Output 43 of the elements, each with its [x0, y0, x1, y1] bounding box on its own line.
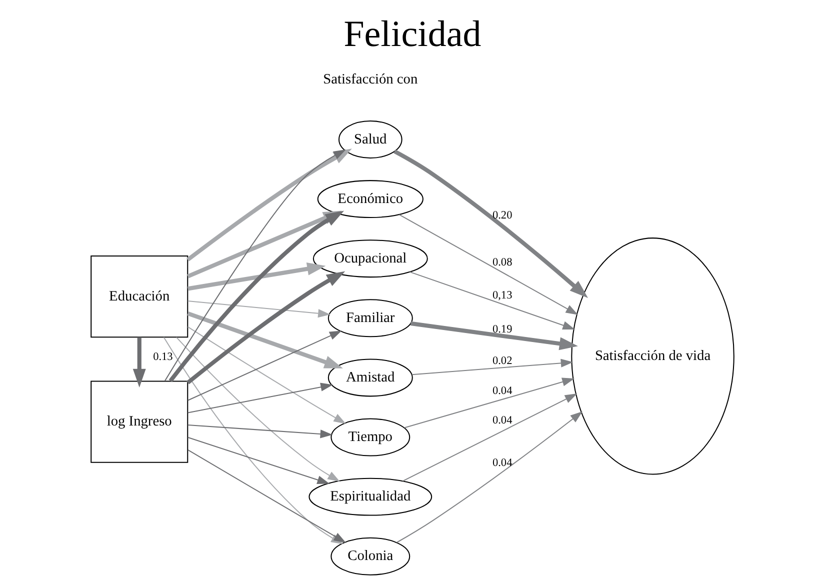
arrow	[187, 300, 330, 318]
edge-label: 0.08	[492, 256, 512, 269]
arrow	[176, 336, 340, 482]
node-ellipse: Tiempo	[330, 418, 410, 456]
node-ellipse: Familiar	[327, 299, 412, 338]
arrow	[132, 337, 146, 388]
edge-label: 0.20	[492, 209, 512, 222]
node-box: Educación	[90, 256, 188, 338]
arrow	[187, 436, 330, 484]
arrow	[402, 394, 577, 482]
arrow	[393, 150, 588, 298]
node-ellipse: Espiritualidad	[308, 478, 432, 516]
arrow	[187, 450, 346, 543]
arrow	[409, 271, 575, 330]
edge-label: 0.13	[152, 350, 172, 363]
arrow	[186, 148, 352, 262]
edge-label: 0,13	[492, 289, 512, 302]
edge-label: 0.04	[492, 384, 512, 397]
node-ellipse: Económico	[316, 180, 423, 218]
label: Satisfacción con	[322, 72, 418, 88]
arrow	[186, 311, 342, 368]
node-ellipse: Ocupacional	[312, 240, 428, 278]
diagram-title: Felicidad	[343, 12, 481, 54]
node-box: log Ingreso	[90, 380, 188, 463]
node-ellipse: Salud	[338, 120, 402, 158]
edge-label: 0.02	[492, 355, 512, 368]
arrow	[187, 330, 342, 401]
arrow	[411, 358, 573, 376]
node-ellipse: Colonia	[330, 537, 410, 576]
edge-label: 0.04	[492, 414, 512, 427]
edge-label: 0.19	[492, 323, 512, 336]
arrow	[186, 271, 345, 384]
arrow	[398, 214, 578, 315]
arrow	[187, 382, 332, 414]
arrow	[186, 326, 346, 424]
arrow	[410, 321, 578, 350]
arrow	[187, 262, 326, 291]
arrow	[164, 150, 346, 382]
edge-label: 0.04	[492, 456, 512, 469]
arrow	[187, 424, 332, 438]
arrow	[396, 411, 582, 543]
node-ellipse: Amistad	[327, 358, 412, 397]
arrow	[404, 378, 574, 428]
